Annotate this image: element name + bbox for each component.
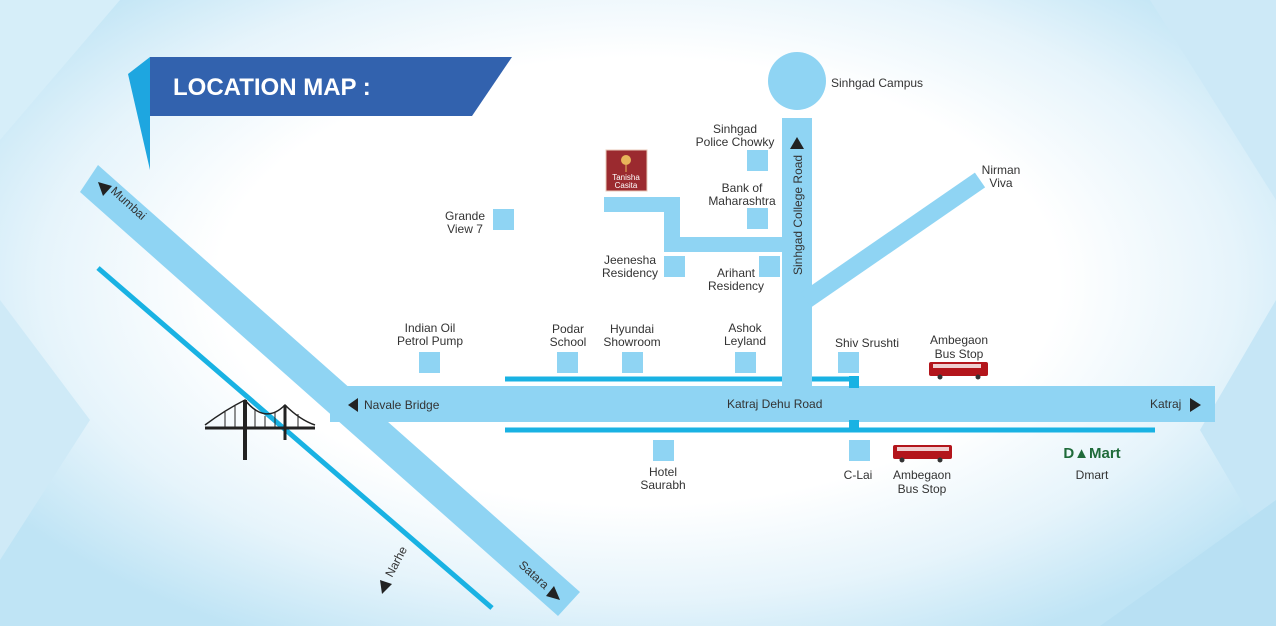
bg-facet [1100, 500, 1276, 626]
logo-text: Casita [615, 181, 638, 190]
connector [849, 420, 859, 432]
arrow-up-icon [790, 137, 804, 149]
bus-stop-label: Bus Stop [935, 347, 984, 361]
bus-stop-label: Ambegaon [930, 333, 988, 347]
grande-label: View 7 [447, 222, 483, 236]
police-label: Police Chowky [696, 135, 775, 149]
shiv-label: Shiv Srushti [835, 336, 899, 350]
police-chowky-marker [747, 150, 768, 171]
c-lai-marker [849, 440, 870, 461]
arrow-south-icon [380, 580, 392, 594]
bg-facet [0, 300, 90, 560]
local-road [604, 197, 680, 212]
hotel-label: Saurabh [640, 478, 685, 492]
bg-facet [1200, 300, 1276, 560]
landmark-labels: Sinhgad Campus Sinhgad Police Chowky Ban… [397, 76, 1121, 496]
hotel-label: Hotel [649, 465, 677, 479]
shiv-srushti-marker [838, 352, 859, 373]
tanisha-casita-logo: Tanisha Casita [605, 149, 648, 192]
katraj-dehu-road [330, 386, 1215, 422]
banner-fold [128, 57, 150, 170]
nirman-label: Nirman [982, 163, 1021, 177]
sinhgad-college-road-label: Sinhgad College Road [791, 155, 805, 275]
title-banner [150, 57, 512, 116]
police-label: Sinhgad [713, 122, 757, 136]
arihant-marker [759, 256, 780, 277]
hyundai-label: Hyundai [610, 322, 654, 336]
sinhgad-college-road [782, 118, 812, 388]
ashok-marker [735, 352, 756, 373]
bus-icon [893, 445, 952, 463]
bg-facet [1150, 0, 1276, 200]
katraj-label: Katraj [1150, 397, 1181, 411]
arrow-right-icon [1190, 398, 1201, 412]
bus-stop-label: Bus Stop [898, 482, 947, 496]
hyundai-marker [622, 352, 643, 373]
arrow-northwest-icon [98, 182, 112, 196]
c-lai-label: C-Lai [844, 468, 873, 482]
oil-label: Petrol Pump [397, 334, 463, 348]
navale-bridge-label: Navale Bridge [364, 398, 440, 412]
bus-stop-label: Ambegaon [893, 468, 951, 482]
narhe-road [96, 266, 494, 610]
dmart-label: Dmart [1076, 468, 1109, 482]
ashok-label: Leyland [724, 334, 766, 348]
arrow-left-icon [348, 398, 358, 412]
katraj-dehu-road-label: Katraj Dehu Road [727, 397, 822, 411]
grande-label: Grande [445, 209, 485, 223]
dmart-logo: D▲Mart [1063, 445, 1120, 462]
hotel-saurabh-marker [653, 440, 674, 461]
sinhgad-campus-marker [768, 52, 826, 110]
podar-marker [557, 352, 578, 373]
nirman-viva-road [800, 172, 986, 308]
bus-icon [929, 362, 988, 380]
connector [849, 376, 859, 388]
ashok-label: Ashok [728, 321, 762, 335]
bank-marker [747, 208, 768, 229]
arihant-label: Residency [708, 279, 764, 293]
podar-label: School [550, 335, 587, 349]
jeenesha-label: Residency [602, 266, 658, 280]
indian-oil-marker [419, 352, 440, 373]
bridge-icon [204, 399, 316, 460]
bg-facet [0, 0, 120, 140]
page-title: LOCATION MAP : [173, 74, 371, 101]
podar-label: Podar [552, 322, 584, 336]
nirman-label: Viva [989, 176, 1012, 190]
grande-view-marker [493, 209, 514, 230]
jeenesha-label: Jeenesha [604, 253, 656, 267]
hyundai-label: Showroom [603, 335, 660, 349]
arrow-southeast-icon [546, 586, 560, 600]
narhe-label: Narhe [382, 544, 410, 580]
oil-label: Indian Oil [405, 321, 456, 335]
logo-text: Tanisha [612, 173, 640, 182]
jeenesha-marker [664, 256, 685, 277]
bank-label: Bank of [722, 181, 763, 195]
sinhgad-campus-label: Sinhgad Campus [831, 76, 923, 90]
arihant-label: Arihant [717, 266, 756, 280]
bank-label: Maharashtra [708, 194, 776, 208]
local-road [664, 237, 784, 252]
